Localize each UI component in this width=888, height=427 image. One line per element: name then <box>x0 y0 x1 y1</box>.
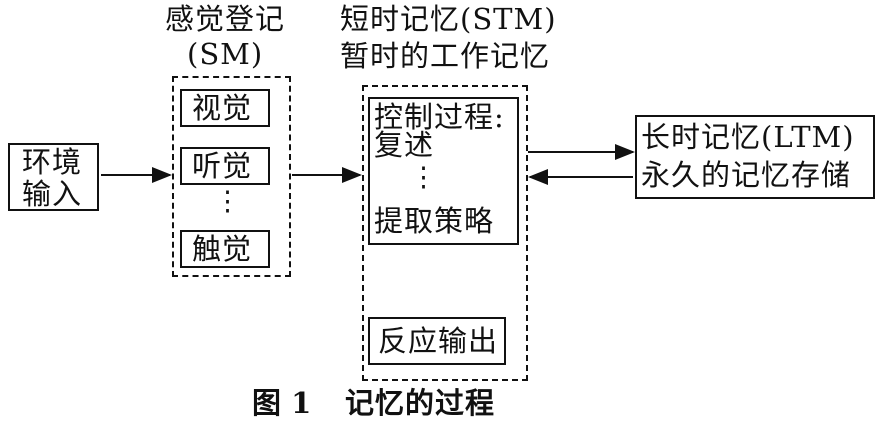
stm-title: 短时记忆(STM) <box>340 2 557 36</box>
rehearsal-label: 复述 <box>374 128 435 162</box>
response-output-box: 反应输出 <box>368 317 506 365</box>
sm-container <box>172 76 291 277</box>
env-input-line1: 环境 <box>22 145 83 179</box>
sm-item-touch-label: 触觉 <box>192 232 253 266</box>
sm-item-vision-label: 视觉 <box>192 91 253 125</box>
figure-number: 图 1 <box>252 386 312 420</box>
sm-item-hearing: 听觉 <box>180 147 270 185</box>
ltm-title: 长时记忆(LTM) <box>641 120 855 154</box>
sm-item-touch: 触觉 <box>180 230 270 268</box>
control-ellipsis: ⋮ <box>410 162 438 193</box>
sm-ellipsis: ⋮ <box>214 186 242 217</box>
sm-item-vision: 视觉 <box>180 89 270 127</box>
ltm-box: 长时记忆(LTM) 永久的记忆存储 <box>635 115 875 199</box>
env-input-line2: 输入 <box>22 177 83 211</box>
control-process-label: 控制过程: <box>374 100 505 134</box>
ltm-subtitle: 永久的记忆存储 <box>641 158 852 192</box>
stm-subtitle: 暂时的工作记忆 <box>340 39 551 73</box>
env-input-box: 环境 输入 <box>8 143 99 211</box>
sm-title: 感觉登记 <box>165 2 286 36</box>
sm-abbr: (SM) <box>187 37 264 71</box>
stm-container <box>362 85 528 381</box>
control-process-box: 控制过程: 复述 ⋮ 提取策略 <box>368 97 519 245</box>
figure-title: 记忆的过程 <box>345 386 496 420</box>
retrieval-strategy-label: 提取策略 <box>374 204 495 238</box>
response-output-label: 反应输出 <box>378 324 499 358</box>
sm-item-hearing-label: 听觉 <box>192 149 253 183</box>
